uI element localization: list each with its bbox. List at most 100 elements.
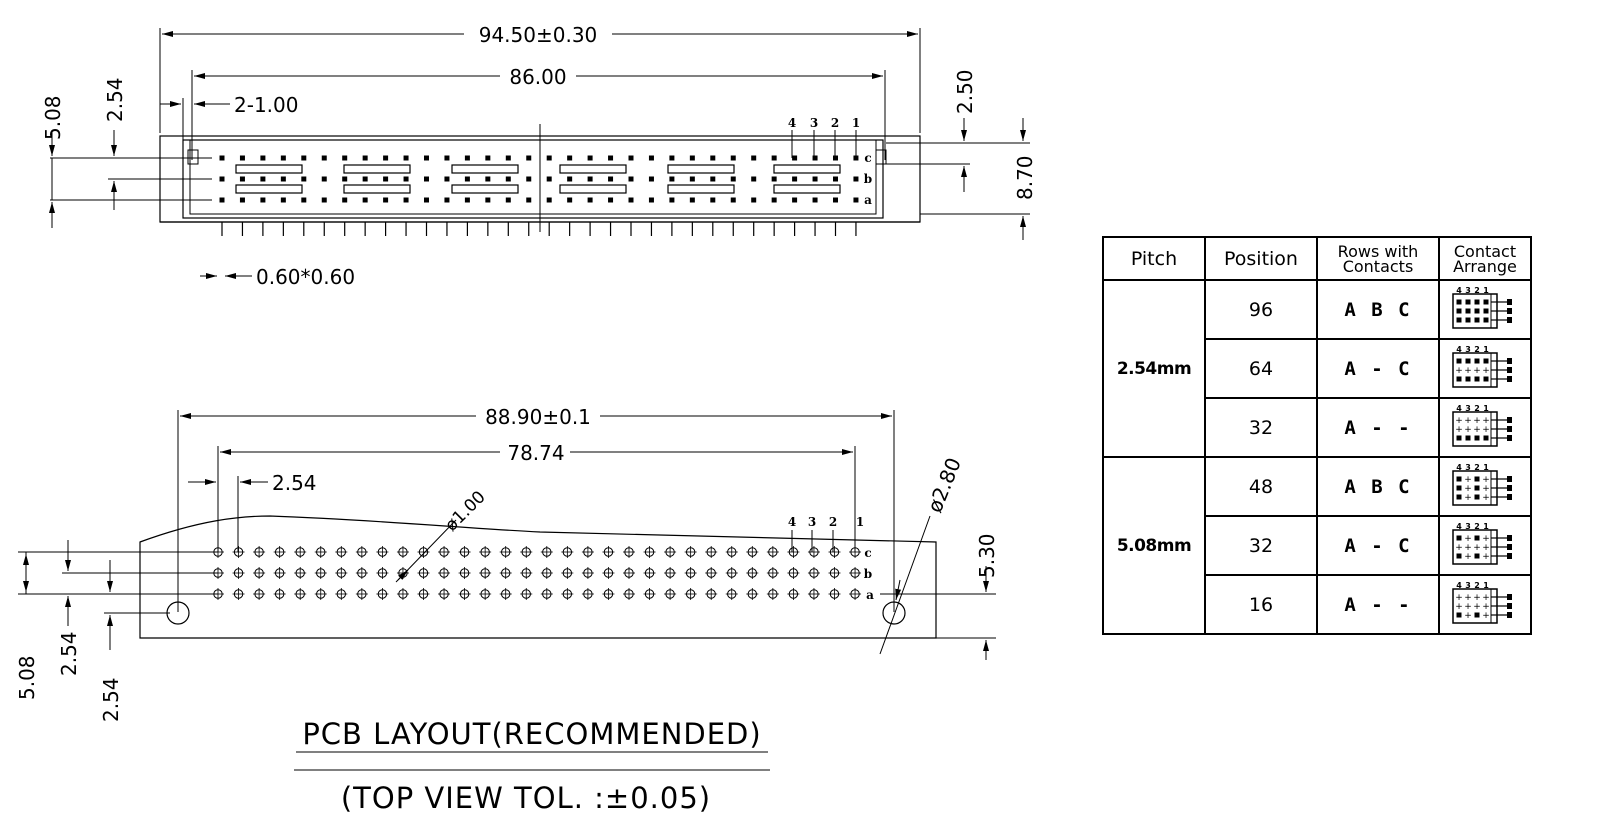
top-pin — [730, 176, 736, 182]
caption-title: PCB LAYOUT(RECOMMENDED) — [302, 717, 761, 751]
arrange-contact — [1474, 308, 1480, 314]
arrange-contact — [1465, 308, 1471, 314]
pcb-pitch-dimension: 2.54 — [272, 471, 317, 495]
top-pin — [260, 155, 266, 161]
top-pin — [342, 155, 348, 161]
top-pin — [587, 176, 593, 182]
contact-bar — [235, 164, 303, 174]
top-pin — [771, 155, 777, 161]
header-position: Position — [1204, 236, 1318, 281]
slot-width-dimension: 2-1.00 — [234, 93, 298, 117]
top-pin — [812, 155, 818, 161]
top-pin — [710, 176, 716, 182]
top-pin — [853, 176, 859, 182]
header-pitch: Pitch — [1102, 236, 1206, 281]
top-pin — [587, 197, 593, 203]
pin-span-dimension: 86.00 — [509, 65, 566, 89]
arrange-contact — [1456, 299, 1462, 305]
contact-bar — [559, 184, 627, 194]
mount-hole-diameter: ø2.80 — [922, 454, 966, 516]
arrange-contact — [1474, 435, 1480, 441]
top-pin — [342, 176, 348, 182]
arrange-empty: + — [1455, 366, 1463, 376]
top-pin — [546, 197, 552, 203]
arrange-contact — [1456, 358, 1462, 364]
pcb-row-letter-c: c — [864, 546, 871, 560]
arrange-empty: + — [1464, 543, 1472, 553]
position-cell: 48 — [1204, 456, 1318, 517]
top-pin-legs — [221, 222, 857, 236]
top-pin — [812, 176, 818, 182]
pcb-pin-number-1: 1 — [856, 515, 864, 529]
arrange-terminal — [1507, 417, 1512, 423]
top-pin — [648, 155, 654, 161]
top-pin — [239, 197, 245, 203]
arrange-contact — [1456, 553, 1462, 559]
top-pin — [833, 176, 838, 182]
header-contact-line2: Arrange — [1453, 256, 1517, 276]
contact-bar — [235, 184, 303, 194]
arrange-contact — [1483, 376, 1489, 382]
top-contact-bars — [235, 130, 857, 194]
arrange-pin-number: 2 — [1474, 404, 1480, 413]
top-pin — [792, 176, 798, 182]
arrange-empty: + — [1482, 366, 1490, 376]
top-pin — [424, 176, 429, 182]
top-pin — [751, 197, 757, 203]
arrange-empty: + — [1473, 416, 1481, 426]
top-pin — [526, 155, 532, 161]
top-pin — [260, 176, 266, 182]
top-row-letter-b: b — [864, 172, 872, 186]
arrange-empty: + — [1464, 493, 1472, 503]
arrange-terminal — [1507, 476, 1512, 482]
arrange-empty: + — [1482, 543, 1490, 553]
top-pin — [403, 176, 409, 182]
arrange-contact — [1465, 376, 1471, 382]
top-pin — [833, 197, 838, 203]
arrange-empty: + — [1482, 484, 1490, 494]
arrange-terminal — [1507, 299, 1512, 305]
pcb-pin-number-3: 3 — [808, 515, 816, 529]
edge-offset-dimension: 5.30 — [975, 533, 999, 578]
header-contact-line1: Contact — [1453, 241, 1517, 261]
arrange-empty: + — [1464, 475, 1472, 485]
top-pin — [464, 155, 470, 161]
top-pin — [689, 197, 695, 203]
arrange-contact — [1456, 612, 1462, 618]
arrange-contact — [1456, 535, 1462, 541]
top-pin — [567, 155, 573, 161]
top-pin — [464, 197, 470, 203]
top-pin — [669, 176, 675, 182]
position-cell: 16 — [1204, 574, 1318, 635]
pcb-row-letter-b: b — [864, 567, 872, 581]
top-pin — [260, 197, 266, 203]
top-pin — [669, 197, 675, 203]
contact-spec-table: Pitch Position Rows with Contacts Contac… — [1102, 236, 1532, 635]
arrange-contact — [1474, 376, 1480, 382]
arrange-pin-number: 1 — [1483, 404, 1489, 413]
top-pin — [424, 197, 429, 203]
arrange-pin-number: 3 — [1465, 581, 1471, 590]
top-pin — [444, 197, 450, 203]
arrange-contact — [1474, 553, 1480, 559]
arrange-contact — [1456, 435, 1462, 441]
contact-bar — [667, 184, 735, 194]
top-pin — [628, 176, 634, 182]
top-pin — [444, 176, 450, 182]
arrange-contact — [1465, 358, 1471, 364]
top-pin — [505, 155, 511, 161]
contact-bar — [773, 184, 841, 194]
arrange-empty: + — [1473, 593, 1481, 603]
top-pin — [383, 155, 389, 161]
connector-inner-frame — [182, 139, 884, 219]
